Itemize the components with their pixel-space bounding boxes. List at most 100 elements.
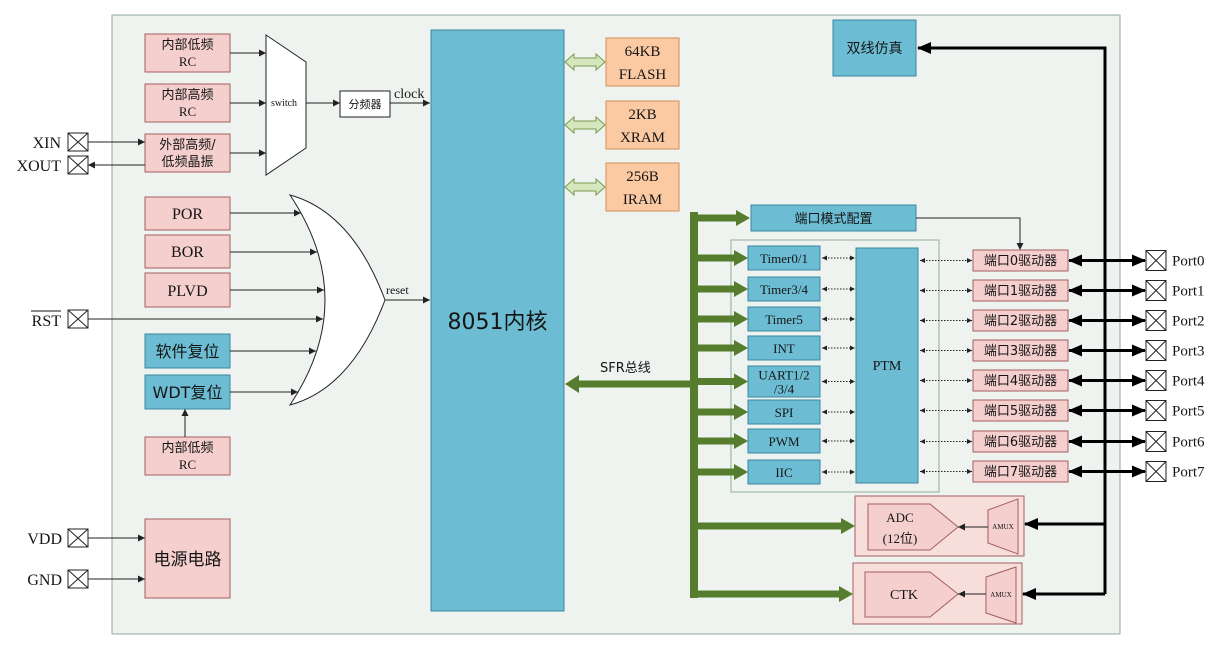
port1-driver: 端口1驱动器 xyxy=(972,279,1069,302)
xram-type-label: XRAM xyxy=(620,130,665,146)
rst-pin-cross xyxy=(67,309,89,329)
clock-switch-label: switch xyxy=(271,98,297,109)
external-crystal-label-2: 低频晶振 xyxy=(161,155,213,170)
gnd-pin xyxy=(67,569,89,589)
xram-memory-box xyxy=(605,100,680,150)
ptm-label: PTM xyxy=(873,359,902,374)
sfr-bus-arrow xyxy=(565,375,692,393)
xout-pin-cross xyxy=(67,155,89,175)
port6-driver-label: 端口6驱动器 xyxy=(984,435,1057,450)
peripheral-pwm-bus-branch xyxy=(690,433,748,449)
flash-type-label: FLASH xyxy=(619,67,667,83)
ctk-amux-shape xyxy=(985,566,1017,624)
peripheral-timer0-1-label: Timer0/1 xyxy=(760,251,808,266)
peripheral-iic-bus-branch xyxy=(690,464,748,480)
port-mode-config-bus-branch xyxy=(690,210,750,226)
iram-bus-arrow xyxy=(564,177,606,197)
cpu-core-box xyxy=(430,29,565,612)
wdt-clock-rc-label-2: RC xyxy=(179,457,196,472)
port6-driver: 端口6驱动器 xyxy=(972,430,1069,453)
port0-pin-label: Port0 xyxy=(1172,254,1205,270)
ctk-amux-label: AMUX xyxy=(990,591,1011,599)
iram-memory-block: 256B IRAM xyxy=(605,162,680,212)
port7-pin xyxy=(1145,461,1167,482)
por-label: POR xyxy=(172,206,203,223)
ctk-converter-shape xyxy=(864,571,959,618)
adc-bus-branch xyxy=(690,518,855,534)
peripheral-uart1-2-3-4-bus-branch xyxy=(690,373,748,390)
xram-memory-block: 2KB XRAM xyxy=(605,100,680,150)
port5-pin-label: Port5 xyxy=(1172,404,1205,420)
xin-pin-cross xyxy=(67,132,89,152)
port0-driver-label: 端口0驱动器 xyxy=(984,254,1057,269)
port5-pin-cross xyxy=(1145,400,1167,421)
wdt-reset-label: WDT复位 xyxy=(153,383,223,402)
software-reset-label: 软件复位 xyxy=(155,342,219,361)
rst-pin-label: RST xyxy=(32,313,62,330)
peripheral-int-label: INT xyxy=(773,341,795,356)
two-wire-debug-label: 双线仿真 xyxy=(847,41,903,57)
adc-amux-label: AMUX xyxy=(992,523,1013,531)
bor-label: BOR xyxy=(171,244,204,261)
bor-box xyxy=(144,234,231,269)
adc-label: ADC xyxy=(886,510,913,525)
adc-amux-shape xyxy=(987,498,1019,555)
peripheral-timer5-label: Timer5 xyxy=(765,312,803,327)
two-wire-debug-box xyxy=(832,19,917,77)
peripheral-iic-box xyxy=(747,459,821,485)
power-circuit-box xyxy=(144,518,231,599)
port3-pin-cross xyxy=(1145,340,1167,361)
external-crystal-label: 外部高频/ xyxy=(159,137,216,153)
peripheral-pwm-label: PWM xyxy=(768,434,800,449)
ptm-block: PTM xyxy=(855,247,919,484)
port2-driver-label: 端口2驱动器 xyxy=(984,314,1057,329)
flash-size-label: 64KB xyxy=(625,44,661,60)
xram-bus-arrow xyxy=(564,115,606,135)
clock-switch-mux: switch xyxy=(265,34,307,176)
port3-pin-label: Port3 xyxy=(1172,344,1205,360)
wdt-clock-rc-label: 内部低频 xyxy=(161,440,213,456)
peripheral-int: INT xyxy=(747,335,821,361)
port4-pin xyxy=(1145,370,1167,391)
port5-driver: 端口5驱动器 xyxy=(972,399,1069,422)
clock-divider-box xyxy=(339,90,391,118)
rst-pin xyxy=(67,309,89,329)
internal-low-freq-rc-label: 内部低频 xyxy=(161,37,213,53)
plvd-label: PLVD xyxy=(167,283,207,300)
adc-block: ADC (12位) AMUX xyxy=(854,495,1025,557)
port6-pin-cross xyxy=(1145,431,1167,452)
port4-pin-cross xyxy=(1145,370,1167,391)
port3-driver-label: 端口3驱动器 xyxy=(984,344,1057,359)
port6-pin-label: Port6 xyxy=(1172,435,1205,451)
vdd-pin xyxy=(67,528,89,548)
gnd-pin-label: GND xyxy=(27,572,62,589)
flash-bus-arrow xyxy=(564,52,606,72)
internal-high-freq-rc-box xyxy=(144,83,231,123)
port0-driver: 端口0驱动器 xyxy=(972,249,1069,272)
port-mode-config-label: 端口模式配置 xyxy=(794,212,872,227)
iram-size-label: 256B xyxy=(626,169,659,185)
port3-pin xyxy=(1145,340,1167,361)
port1-pin-label: Port1 xyxy=(1172,284,1205,300)
port-mode-config-block: 端口模式配置 xyxy=(750,204,917,232)
xin-pin xyxy=(67,132,89,152)
port3-driver: 端口3驱动器 xyxy=(972,339,1069,362)
flash-memory-block: 64KB FLASH xyxy=(605,37,680,87)
port5-pin xyxy=(1145,400,1167,421)
port5-driver-label: 端口5驱动器 xyxy=(984,404,1057,419)
peripheral-timer5-box xyxy=(747,306,821,332)
clock-signal-label: clock xyxy=(394,87,424,102)
iram-memory-box xyxy=(605,162,680,212)
ctk-block: CTK AMUX xyxy=(852,562,1023,625)
port1-driver-label: 端口1驱动器 xyxy=(984,284,1057,299)
peripheral-pwm: PWM xyxy=(747,428,821,454)
adc-resolution-label: (12位) xyxy=(883,531,918,546)
peripheral-timer5: Timer5 xyxy=(747,306,821,332)
peripheral-iic-label: IIC xyxy=(775,465,792,480)
peripheral-uart1-2-3-4: UART1/2/3/4 xyxy=(747,365,821,398)
peripheral-timer3-4: Timer3/4 xyxy=(747,276,821,302)
peripheral-iic: IIC xyxy=(747,459,821,485)
clock-switch-shape xyxy=(265,34,307,176)
port1-pin xyxy=(1145,280,1167,301)
